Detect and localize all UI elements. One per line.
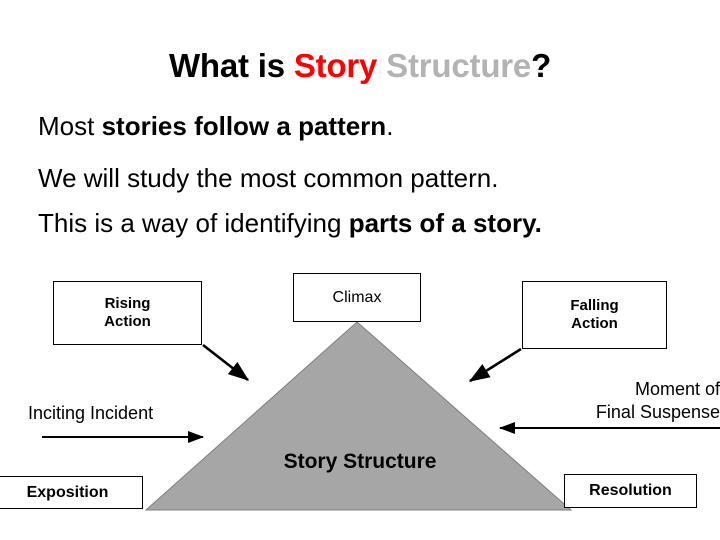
label-moment-of-final-suspense: Moment of Final Suspense [536,378,720,424]
triangle-label-story-structure: Story Structure [283,450,437,473]
label-final-suspense-line1: Moment of [634,379,720,399]
box-falling-action[interactable]: Falling Action [522,281,667,349]
falling-action-arrow [468,347,522,383]
box-climax[interactable]: Climax [293,273,421,322]
title-part-structure: Structure [377,47,532,84]
body-line-1-regular: Most [38,111,102,141]
box-resolution-label: Resolution [589,482,672,499]
body-line-1-period: . [386,111,394,141]
box-climax-label: Climax [332,288,382,306]
box-exposition-label: Exposition [26,483,109,501]
label-inciting-incident-text: Inciting Incident [28,403,154,423]
title-part-what-is: What is [168,47,294,84]
title-part-story: Story [293,47,378,84]
box-rising-action-line2: Action [104,313,151,330]
body-line-3: This is a way of identifying parts of a … [38,208,542,238]
rising-action-arrow [202,343,250,382]
body-line-1: Most stories follow a pattern. [38,111,393,141]
box-falling-action-line1: Falling [570,297,619,314]
body-line-3-bold: parts of a story. [348,208,542,238]
box-rising-action-line1: Rising [104,295,151,312]
body-line-1-bold: stories follow a pattern [101,111,387,141]
box-resolution[interactable]: Resolution [564,474,697,508]
box-rising-action[interactable]: Rising Action [53,281,202,345]
body-line-2-text: We will study the most common pattern. [38,163,499,193]
box-exposition[interactable]: Exposition [0,476,143,509]
label-final-suspense-line2: Final Suspense [595,402,720,422]
box-falling-action-line2: Action [571,315,618,332]
label-inciting-incident: Inciting Incident [28,402,153,425]
body-line-2: We will study the most common pattern. [38,163,498,193]
page-title: What is Story Structure? [0,47,720,85]
body-line-3-regular: This is a way of identifying [38,208,349,238]
title-part-question-mark: ? [531,47,552,84]
